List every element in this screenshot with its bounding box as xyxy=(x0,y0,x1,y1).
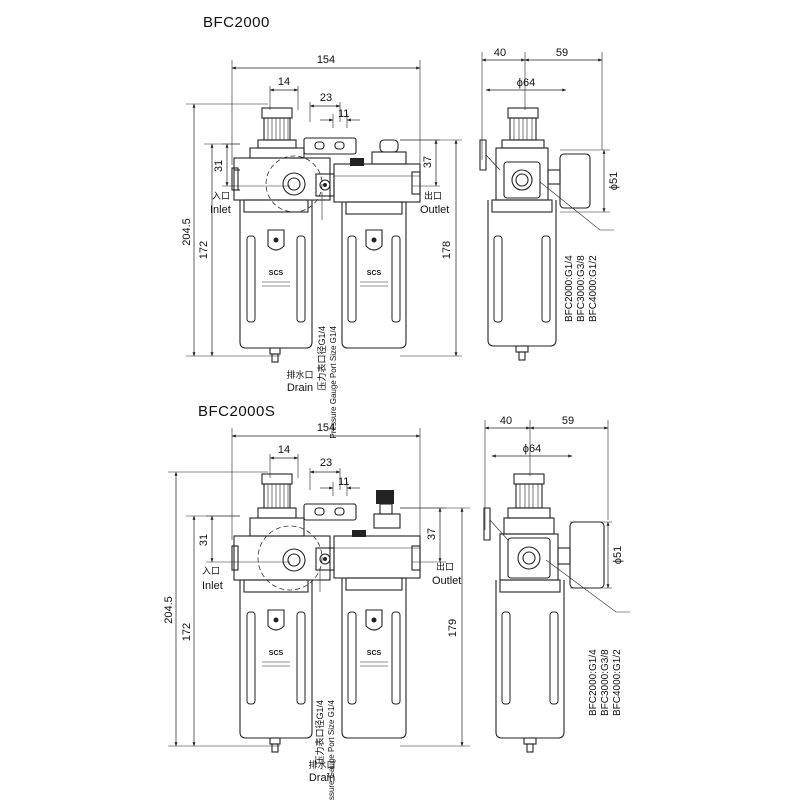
bottom-gauge-port-cn: 压力表口径G1/4 xyxy=(314,700,325,765)
top-side-view: 40 59 ϕ64 ϕ51 xyxy=(479,47,620,361)
top-dim-left-height: 172 xyxy=(198,241,210,259)
bottom-port-size-3: BFC4000:G1/2 xyxy=(612,649,623,716)
top-gauge-port-en: Pressure Gauge Port Size G1/4 xyxy=(329,325,338,438)
top-dim-bracket: 23 xyxy=(320,92,332,104)
bottom-dim-right-height: 179 xyxy=(447,619,459,637)
bottom-right-bowl-mark: SCS xyxy=(367,650,382,657)
bottom-title: BFC2000S xyxy=(198,403,275,420)
top-inlet-en: Inlet xyxy=(210,204,231,216)
top-dim-port: 31 xyxy=(213,160,225,172)
top-port-size-list: BFC2000:G1/4 BFC3000:G3/8 BFC4000:G1/2 xyxy=(564,255,599,322)
bottom-front-view: 154 14 23 11 204.5 172 31 xyxy=(163,422,470,800)
top-outlet-cn: 出口 xyxy=(424,190,442,201)
bottom-drain-cn: 排水口 xyxy=(308,759,335,770)
bottom-inlet-en: Inlet xyxy=(202,580,223,592)
bottom-side-dim-right: 59 xyxy=(562,415,574,427)
top-drain-cn: 排水口 xyxy=(286,369,313,380)
top-side-dim-left: 40 xyxy=(494,47,506,59)
bottom-outlet-cn: 出口 xyxy=(436,561,454,572)
bottom-dim-hole: 11 xyxy=(338,476,349,488)
top-left-bowl-mark: SCS xyxy=(269,270,284,277)
top-side-dim-diameter: ϕ64 xyxy=(517,77,535,89)
bottom-gauge-port-en: Pressure Gauge Port Size G1/4 xyxy=(327,699,336,800)
bottom-dim-left-height: 172 xyxy=(181,623,193,641)
top-title: BFC2000 xyxy=(203,14,270,31)
top-dim-right-height: 178 xyxy=(441,241,453,259)
bottom-inlet-cn: 入口 xyxy=(202,566,220,576)
top-dim-hole: 11 xyxy=(338,108,349,120)
bottom-drain-en: Drain xyxy=(309,772,335,784)
top-dim-width: 154 xyxy=(317,54,335,66)
top-port-size-2: BFC3000:G3/8 xyxy=(576,255,587,322)
top-side-dim-right: 59 xyxy=(556,47,568,59)
bottom-left-bowl-mark: SCS xyxy=(269,650,284,657)
top-drain-en: Drain xyxy=(287,382,313,394)
bottom-port-size-list: BFC2000:G1/4 BFC3000:G3/8 BFC4000:G1/2 xyxy=(588,649,623,716)
bottom-dim-knob: 14 xyxy=(278,444,290,456)
bottom-dim-port: 31 xyxy=(198,534,210,546)
top-inlet-cn: 入口 xyxy=(212,191,230,201)
bottom-section: BFC2000S 154 14 23 11 204.5 xyxy=(163,403,630,800)
top-section: BFC2000 154 14 23 11 xyxy=(181,14,620,439)
top-dim-offset: 37 xyxy=(422,156,434,168)
bottom-side-dim-left: 40 xyxy=(500,415,512,427)
bottom-port-size-1: BFC2000:G1/4 xyxy=(588,649,599,716)
bottom-side-view: 40 59 ϕ64 ϕ51 xyxy=(483,415,630,753)
top-right-bowl-mark: SCS xyxy=(367,270,382,277)
top-port-size-3: BFC4000:G1/2 xyxy=(588,255,599,322)
bottom-port-size-2: BFC3000:G3/8 xyxy=(600,649,611,716)
top-outlet-en: Outlet xyxy=(420,204,449,216)
bottom-dim-overall: 204.5 xyxy=(163,596,175,624)
top-dim-knob: 14 xyxy=(278,76,290,88)
top-side-dim-gauge: ϕ51 xyxy=(608,172,620,190)
bottom-side-dim-diameter: ϕ64 xyxy=(523,443,541,455)
top-front-view: 154 14 23 11 204.5 172 xyxy=(181,54,462,439)
bottom-side-dim-gauge: ϕ51 xyxy=(612,546,624,564)
bottom-dim-offset: 37 xyxy=(426,528,438,540)
bottom-outlet-en: Outlet xyxy=(432,575,461,587)
bottom-dim-width: 154 xyxy=(317,422,335,434)
top-port-size-1: BFC2000:G1/4 xyxy=(564,255,575,322)
top-dim-overall: 204.5 xyxy=(181,218,193,246)
top-gauge-port-cn: 压力表口径G1/4 xyxy=(316,326,327,391)
bottom-dim-bracket: 23 xyxy=(320,457,332,469)
